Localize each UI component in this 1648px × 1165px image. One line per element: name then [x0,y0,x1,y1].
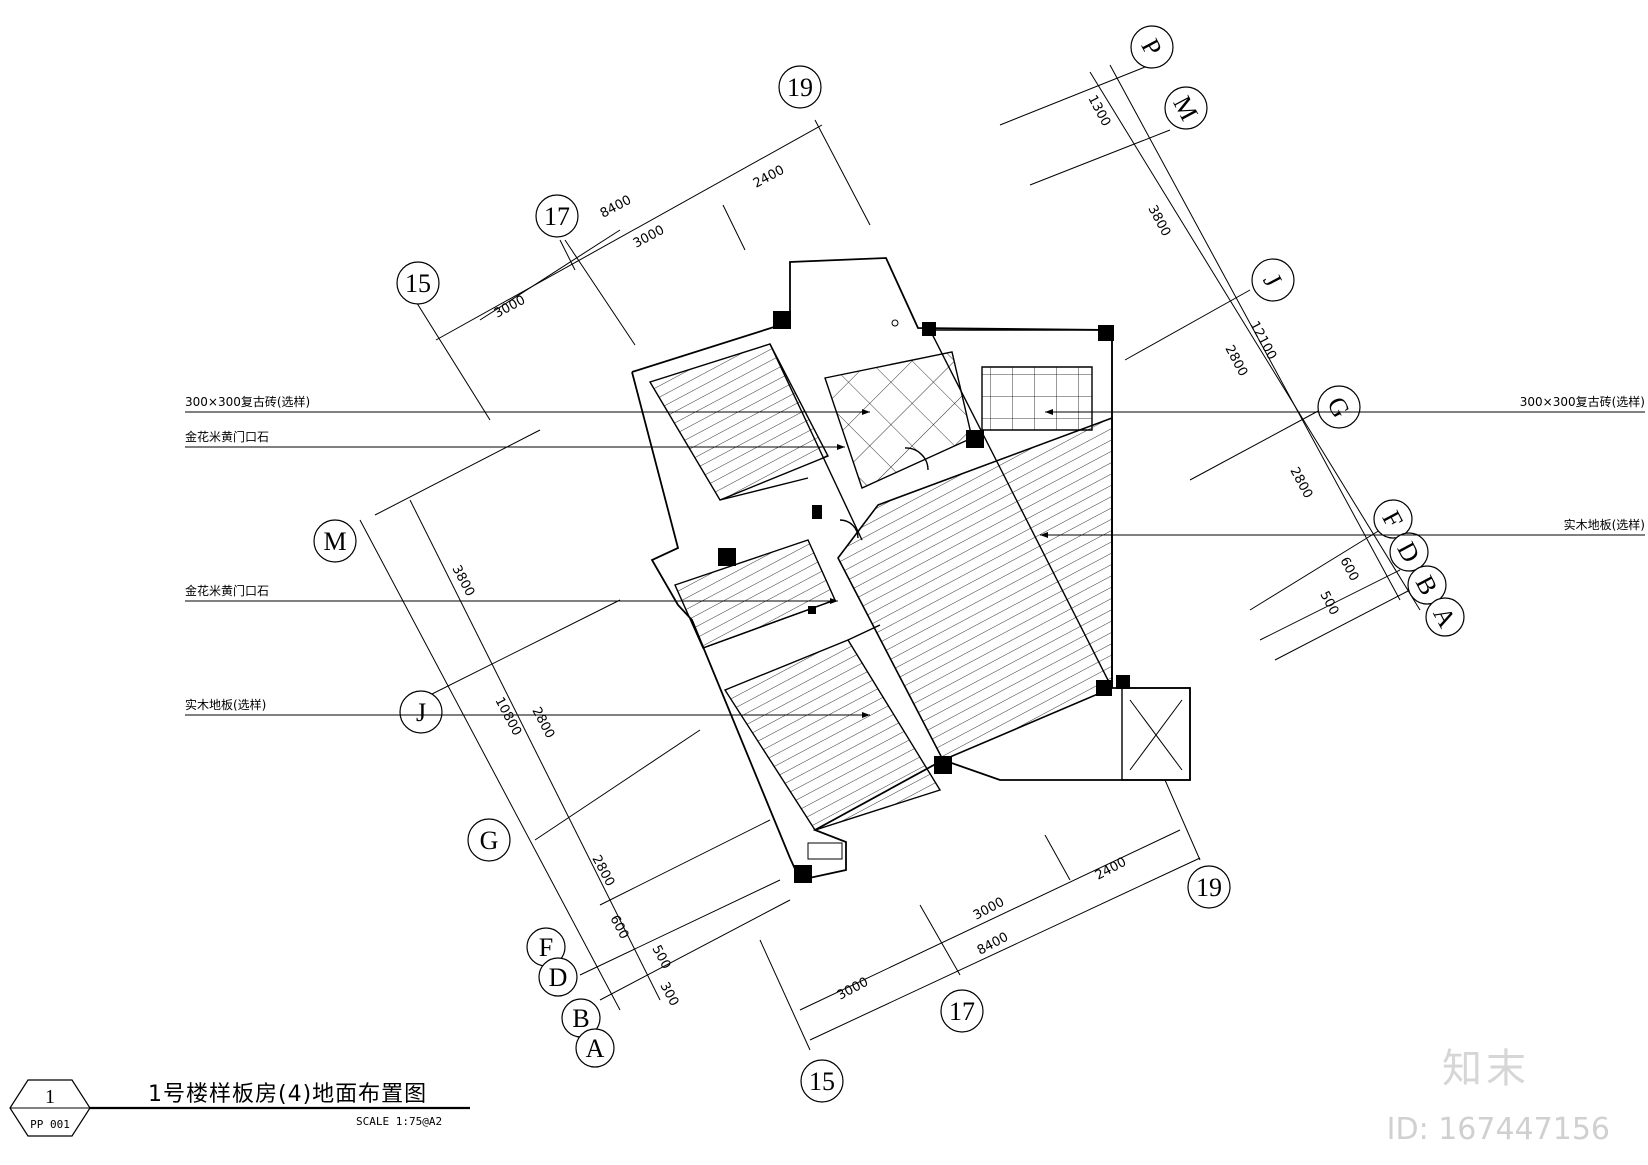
bottom-dimension-text: 3000 3000 8400 2400 [835,855,1129,1004]
dim-left-seg1: 3800 [448,563,477,599]
axis-left-G: G [480,826,499,855]
partition [847,624,881,641]
note-left-tile: 300×300复古砖(选样) [185,394,310,409]
basin [807,842,843,860]
dim-left-seg3: 2800 [588,853,617,889]
bedroom-middle-floor [674,539,836,649]
dim-left-total: 10800 [491,695,524,739]
axis-left-F: F [539,933,553,962]
floor-drain [891,319,899,327]
axis-left-A: A [586,1034,605,1063]
note-left-threshold-1: 金花米黄门口石 [185,429,269,444]
sheet-code: PP 001 [30,1118,70,1131]
columns [718,311,1130,883]
axis-left-J: J [416,698,426,727]
top-dimension-chain [414,119,871,421]
material-leaders [185,411,1645,716]
material-leader-arrows [830,409,1053,718]
dim-top-seg1: 3000 [492,293,528,322]
dim-left-seg6: 300 [656,980,681,1009]
axis-left-D: D [549,963,568,992]
dim-right-seg5: 600 [1336,555,1361,584]
dim-bottom-seg2: 3000 [971,895,1007,924]
axis-top-19: 19 [787,73,813,102]
partition [719,477,809,501]
tile-room-right [981,366,1093,431]
note-left-threshold-2: 金花米黄门口石 [185,583,269,598]
dim-right-seg2: 3800 [1144,203,1173,239]
dim-bottom-seg1: 3000 [835,975,871,1004]
note-right-tile: 300×300复古砖(选样) [1520,394,1645,409]
dim-top-seg2: 3000 [631,223,667,252]
axis-bottom-19: 19 [1196,873,1222,902]
right-dimension-text: 1300 3800 12100 2800 2800 600 500 [1084,93,1361,618]
dim-right-seg1: 1300 [1084,93,1113,129]
bedroom-bottom-floor [723,639,942,831]
drawing-scale: SCALE 1:75@A2 [356,1115,442,1128]
watermark-logo: 知末 [1442,1046,1530,1092]
dim-left-seg5: 500 [648,943,673,972]
dim-left-seg2: 2800 [528,705,557,741]
dim-right-seg3: 2800 [1221,343,1250,379]
bedroom-top-floor [648,343,829,501]
watermark-id: ID: 167447156 [1386,1112,1610,1147]
dim-left-seg4: 600 [606,913,631,942]
floor-plan [631,257,1191,883]
partition [769,343,863,541]
dim-right-seg4: 2800 [1286,465,1315,501]
note-right-wood: 实木地板(选样) [1564,517,1645,532]
bottom-dimension-chain [759,779,1201,1051]
axis-left-M: M [323,527,346,556]
note-left-wood: 实木地板(选样) [185,697,266,712]
dim-right-seg6: 500 [1316,589,1341,618]
axis-top-17: 17 [544,202,570,231]
title-block: 1 PP 001 1号楼样板房(4)地面布置图 SCALE 1:75@A2 [9,1079,470,1137]
axis-bottom-17: 17 [949,997,975,1026]
material-notes: 300×300复古砖(选样) 金花米黄门口石 金花米黄门口石 实木地板(选样) … [185,394,1645,712]
left-dimension-chain [359,429,791,1011]
top-dimension-text: 8400 3000 3000 2400 [492,163,787,322]
bathroom-floor [824,351,973,489]
living-room-floor [837,416,1113,762]
axis-left-B: B [572,1004,589,1033]
axis-bubbles [313,25,1465,1103]
balcony [1121,687,1191,781]
dim-right-total: 12100 [1246,319,1279,363]
dim-bottom-seg3: 2400 [1093,855,1129,884]
drawing-title: 1号楼样板房(4)地面布置图 [148,1082,427,1107]
door-arc [839,519,859,539]
drawing-number: 1 [45,1086,55,1108]
axis-top-15: 15 [405,269,431,298]
dim-top-total: 8400 [598,193,634,222]
right-dimension-chain [999,64,1421,661]
dim-top-seg3: 2400 [751,163,787,192]
axis-bottom-15: 15 [809,1067,835,1096]
door-arc [904,447,929,471]
